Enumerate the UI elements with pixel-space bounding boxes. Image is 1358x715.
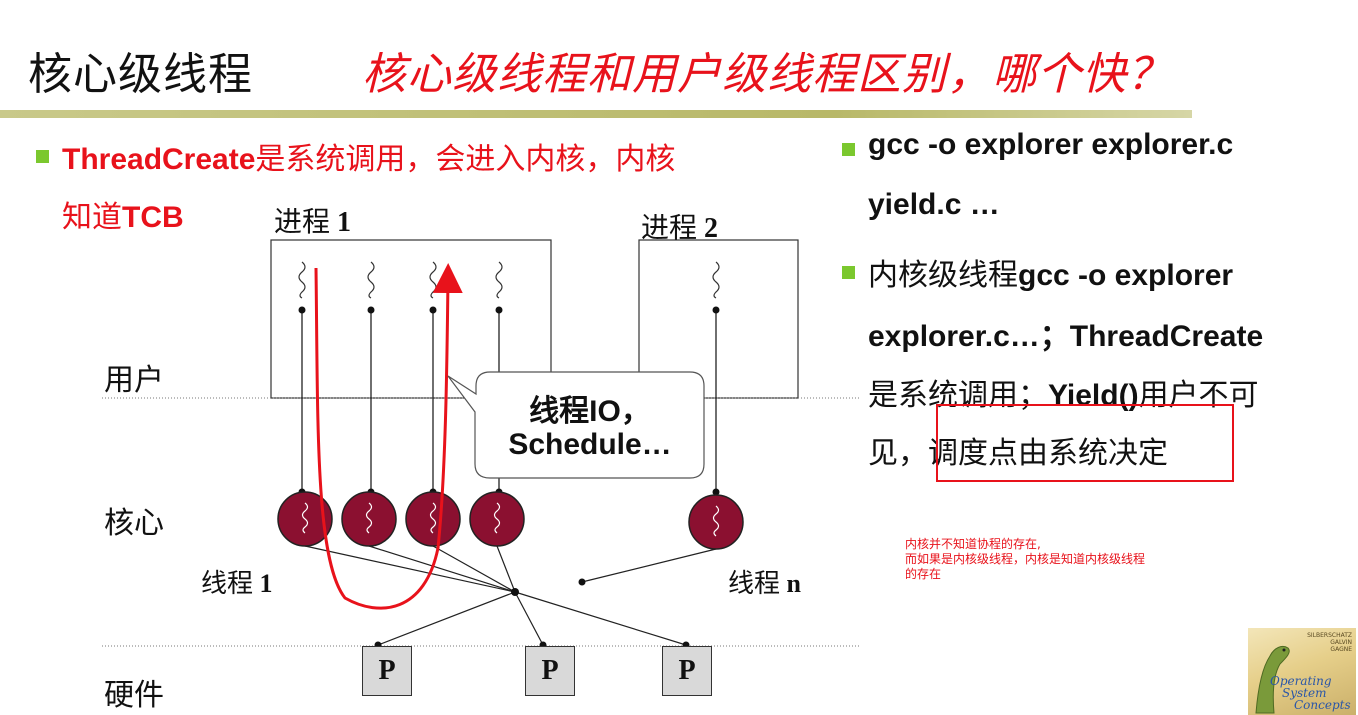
squiggle-icon <box>367 261 375 299</box>
logo-word: Operating <box>1270 674 1332 688</box>
scheduler-lines <box>304 545 717 646</box>
squiggle-icon <box>712 261 720 299</box>
scheduling-point-text: 调度点由系统决定 <box>928 436 1168 471</box>
right-bullet2-line3: 是系统调用；Yield()用户不可 <box>868 378 1259 413</box>
title-underline <box>0 110 1192 118</box>
squiggle-icon <box>298 261 306 299</box>
left-bullet-line1: ThreadCreate是系统调用，会进入内核，内核 <box>62 134 675 178</box>
page-title: 核心级线程 <box>28 49 253 100</box>
left-bullet-prefix: 知道 <box>62 200 122 235</box>
dinosaur-icon <box>1255 645 1290 714</box>
right-bullet2-line1: 内核级线程gcc -o explorer <box>868 258 1234 293</box>
layer-kernel-label: 核心 <box>104 506 164 541</box>
page-subtitle: 核心级线程和用户级线程区别，哪个快？ <box>362 49 1172 100</box>
left-bullet-text: 是系统调用，会进入内核，内核 <box>255 142 676 177</box>
callout-line2: Schedule… <box>508 428 672 461</box>
squiggle-icon <box>495 261 503 299</box>
thread1-label: 线程 1 <box>201 569 273 598</box>
threadcreate-keyword: ThreadCreate <box>62 143 256 176</box>
kernel-thread-circle <box>405 491 461 547</box>
highlight-box <box>936 404 1234 482</box>
bullet-square-icon <box>842 143 855 156</box>
callout-bubble <box>447 371 705 479</box>
callout-line1: 线程IO， <box>529 395 651 428</box>
processor-box: P <box>525 646 575 696</box>
layer-user-label: 用户 <box>104 363 164 398</box>
process1-label: 进程 1 <box>274 207 352 238</box>
right-bullet1-line1: gcc -o explorer explorer.c <box>868 128 1234 161</box>
annotation-note: 内核并不知道协程的存在, 而如果是内核级线程，内核是知道内核级线程 的存在 <box>905 537 1146 581</box>
tcb-keyword: TCB <box>122 201 184 234</box>
logo-credits: SILBERSCHATZ GALVIN GAGNE <box>1307 632 1352 653</box>
threadn-label: 线程 n <box>728 569 801 598</box>
kernel-thread-circle <box>688 494 744 550</box>
kernel-switch-arrow <box>314 263 463 610</box>
left-bullet-line2: 知道TCB <box>62 192 184 236</box>
process2-label: 进程 2 <box>641 213 719 244</box>
bullet-square-icon <box>842 266 855 279</box>
kernel-thread-circle <box>341 491 397 547</box>
right-bullet2-line4: 见，调度点由系统决定 <box>868 436 1168 471</box>
bullet-square-icon <box>36 150 49 163</box>
os-concepts-logo: SILBERSCHATZ GALVIN GAGNE Operating Syst… <box>1248 628 1356 715</box>
kernel-thread-circle <box>469 491 525 547</box>
logo-word: Concepts <box>1294 698 1351 712</box>
processor-box: P <box>362 646 412 696</box>
processor-box: P <box>662 646 712 696</box>
logo-word: System <box>1282 686 1327 700</box>
layer-hardware-label: 硬件 <box>104 678 164 713</box>
right-bullet1-line2: yield.c … <box>868 188 1000 221</box>
right-bullet2-line2: explorer.c…；ThreadCreate <box>868 320 1264 353</box>
kernel-threads <box>277 491 744 550</box>
